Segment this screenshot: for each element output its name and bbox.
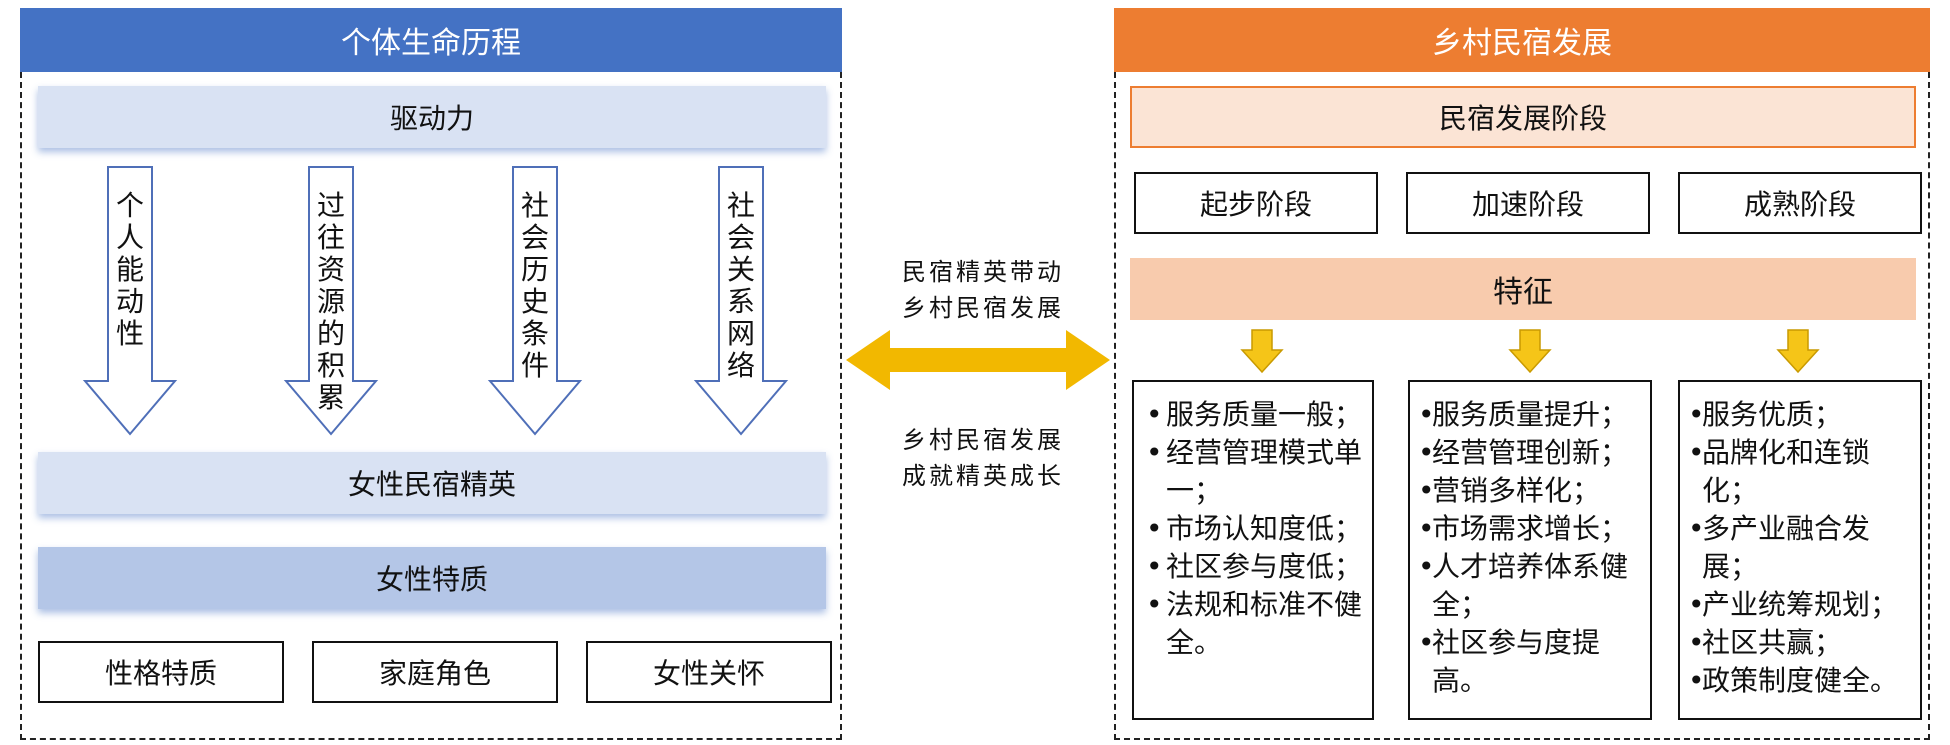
driver-label: 社会历史条件 bbox=[520, 189, 549, 382]
mid-text-bottom: 乡村民宿发展 成就精英成长 bbox=[868, 422, 1098, 494]
feature-item: 多产业融合发展； bbox=[1688, 510, 1914, 586]
mid-text-line: 乡村民宿发展 bbox=[902, 294, 1064, 322]
feature-item: 社区参与度提高。 bbox=[1418, 624, 1644, 700]
feature-item: 服务质量一般； bbox=[1142, 396, 1366, 434]
driver-arrow-resources: 过往资源的积累 bbox=[281, 166, 381, 436]
feature-item: 政策制度健全。 bbox=[1688, 662, 1914, 700]
feature-item: 法规和标准不健全。 bbox=[1142, 586, 1366, 662]
homestay-title: 乡村民宿发展 bbox=[1114, 8, 1930, 72]
feature-box-start: 服务质量一般； 经营管理模式单一； 市场认知度低； 社区参与度低； 法规和标准不… bbox=[1132, 380, 1374, 720]
female-elite-bar: 女性民宿精英 bbox=[38, 452, 826, 514]
feature-item: 品牌化和连锁化； bbox=[1688, 434, 1914, 510]
feature-item: 社区共赢； bbox=[1688, 624, 1914, 662]
feature-item: 经营管理模式单一； bbox=[1142, 434, 1366, 510]
stage-box-mature: 成熟阶段 bbox=[1678, 172, 1922, 234]
trait-box-family-role: 家庭角色 bbox=[312, 641, 558, 703]
stage-box-accelerate: 加速阶段 bbox=[1406, 172, 1650, 234]
driver-label: 过往资源的积累 bbox=[316, 189, 345, 414]
down-arrow-icon bbox=[1776, 329, 1820, 374]
feature-item: 产业统筹规划； bbox=[1688, 586, 1914, 624]
feature-item: 营销多样化； bbox=[1418, 472, 1644, 510]
stage-box-start: 起步阶段 bbox=[1134, 172, 1378, 234]
driving-force-bar: 驱动力 bbox=[38, 86, 826, 148]
feature-item: 市场认知度低； bbox=[1142, 510, 1366, 548]
life-course-title: 个体生命历程 bbox=[20, 8, 842, 72]
down-arrow-icon bbox=[1240, 329, 1284, 374]
driver-arrow-network: 社会关系网络 bbox=[691, 166, 791, 436]
mid-text-line: 民宿精英带动 bbox=[902, 258, 1064, 286]
double-arrow-icon bbox=[846, 330, 1110, 390]
life-course-panel bbox=[20, 72, 842, 740]
driver-label: 个人能动性 bbox=[115, 189, 144, 350]
trait-box-female-care: 女性关怀 bbox=[586, 641, 832, 703]
female-trait-bar: 女性特质 bbox=[38, 547, 826, 609]
feature-item: 服务优质； bbox=[1688, 396, 1914, 434]
driver-arrow-agency: 个人能动性 bbox=[80, 166, 180, 436]
homestay-panel bbox=[1114, 72, 1930, 740]
mid-text-top: 民宿精英带动 乡村民宿发展 bbox=[868, 254, 1098, 326]
feature-bar: 特征 bbox=[1130, 258, 1916, 320]
driver-label: 社会关系网络 bbox=[726, 189, 755, 382]
down-arrow-icon bbox=[1508, 329, 1552, 374]
feature-item: 市场需求增长； bbox=[1418, 510, 1644, 548]
feature-item: 服务质量提升； bbox=[1418, 396, 1644, 434]
trait-box-personality: 性格特质 bbox=[38, 641, 284, 703]
stage-bar: 民宿发展阶段 bbox=[1130, 86, 1916, 148]
feature-box-mature: 服务优质； 品牌化和连锁化； 多产业融合发展； 产业统筹规划； 社区共赢； 政策… bbox=[1678, 380, 1922, 720]
mid-text-line: 乡村民宿发展 bbox=[902, 426, 1064, 454]
feature-item: 经营管理创新； bbox=[1418, 434, 1644, 472]
feature-box-accelerate: 服务质量提升； 经营管理创新； 营销多样化； 市场需求增长； 人才培养体系健全；… bbox=[1408, 380, 1652, 720]
mid-text-line: 成就精英成长 bbox=[902, 462, 1064, 490]
feature-item: 社区参与度低； bbox=[1142, 548, 1366, 586]
driver-arrow-history: 社会历史条件 bbox=[485, 166, 585, 436]
feature-item: 人才培养体系健全； bbox=[1418, 548, 1644, 624]
